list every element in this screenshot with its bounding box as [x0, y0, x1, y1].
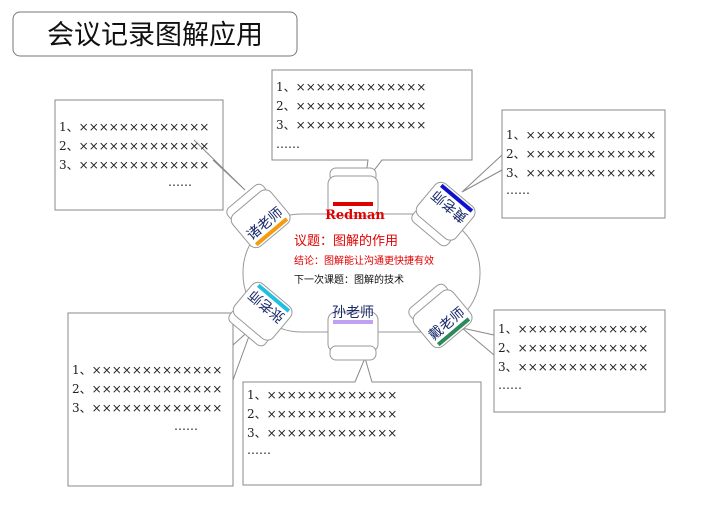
svg-text:1、×××××××××××××: 1、×××××××××××××: [72, 363, 222, 377]
svg-text:3、×××××××××××××: 3、×××××××××××××: [59, 158, 209, 172]
svg-text:3、×××××××××××××: 3、×××××××××××××: [506, 166, 656, 180]
svg-text:2、×××××××××××××: 2、×××××××××××××: [498, 341, 648, 355]
page-title: 会议记录图解应用: [47, 20, 263, 51]
svg-text:……: ……: [506, 183, 530, 197]
svg-text:2、×××××××××××××: 2、×××××××××××××: [72, 382, 222, 396]
note-top-left: 1、××××××××××××× 2、××××××××××××× 3、××××××…: [54, 99, 246, 211]
note-bottom-center: 1、××××××××××××× 2、××××××××××××× 3、××××××…: [242, 356, 482, 486]
svg-text:……: ……: [276, 137, 300, 151]
svg-text:……: ……: [168, 175, 192, 189]
chair-bottom: 孙老师: [327, 305, 379, 361]
svg-text:……: ……: [498, 378, 522, 392]
meeting-conclusion: 结论：图解能让沟通更快捷有效: [294, 254, 434, 267]
note-top-center: 1、××××××××××××× 2、××××××××××××× 3、××××××…: [271, 69, 473, 184]
note-top-right: 1、××××××××××××× 2、××××××××××××× 3、××××××…: [461, 109, 666, 219]
svg-text:……: ……: [174, 419, 198, 433]
svg-text:2、×××××××××××××: 2、×××××××××××××: [506, 147, 656, 161]
svg-text:1、×××××××××××××: 1、×××××××××××××: [59, 120, 209, 134]
note-bottom-right: 1、××××××××××××× 2、××××××××××××× 3、××××××…: [461, 309, 666, 413]
svg-text:1、×××××××××××××: 1、×××××××××××××: [506, 128, 656, 142]
svg-text:2、×××××××××××××: 2、×××××××××××××: [59, 139, 209, 153]
svg-text:孙老师: 孙老师: [332, 305, 374, 321]
note-bottom-left: 1、××××××××××××× 2、××××××××××××× 3、××××××…: [67, 312, 253, 487]
chair-top-right: 黄老师: [411, 181, 476, 247]
svg-text:2、×××××××××××××: 2、×××××××××××××: [276, 99, 426, 113]
title-box: [12, 11, 298, 57]
chair-top-left: 诸老师: [226, 183, 291, 249]
svg-text:3、×××××××××××××: 3、×××××××××××××: [498, 360, 648, 374]
svg-text:……: ……: [247, 443, 271, 457]
svg-text:1、×××××××××××××: 1、×××××××××××××: [276, 80, 426, 94]
svg-text:2、×××××××××××××: 2、×××××××××××××: [247, 407, 397, 421]
chair-bottom-left: 张老师: [228, 281, 293, 347]
chair-name: Redman: [325, 208, 385, 223]
meeting-topic: 议题：图解的作用: [294, 233, 398, 249]
next-topic: 下一次课题：图解的技术: [294, 273, 404, 286]
svg-text:3、×××××××××××××: 3、×××××××××××××: [72, 401, 222, 415]
svg-text:3、×××××××××××××: 3、×××××××××××××: [247, 426, 397, 440]
svg-text:1、×××××××××××××: 1、×××××××××××××: [247, 388, 397, 402]
svg-text:3、×××××××××××××: 3、×××××××××××××: [276, 118, 426, 132]
chair-top: [327, 167, 379, 217]
svg-text:1、×××××××××××××: 1、×××××××××××××: [498, 322, 648, 336]
